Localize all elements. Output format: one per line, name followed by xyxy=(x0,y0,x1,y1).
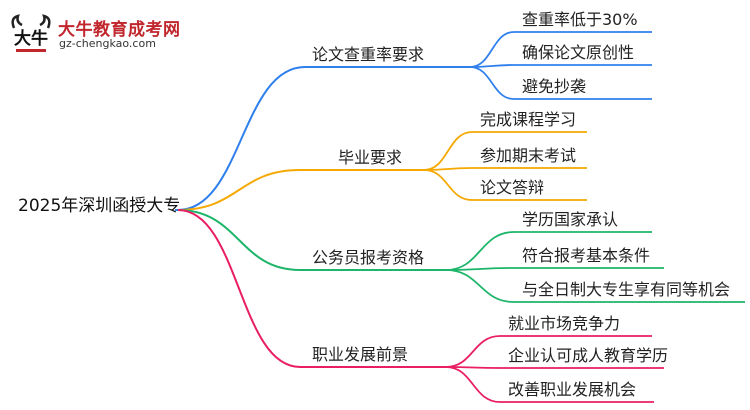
leaf-link-2-3 xyxy=(423,169,473,201)
leaf-link-1-1 xyxy=(469,31,515,68)
leaf-link-3-3 xyxy=(445,269,515,303)
leaf-node-1-1: 查重率低于30% xyxy=(522,10,638,29)
leaf-node-1-3: 避免抄袭 xyxy=(522,77,587,96)
branch-node-3: 公务员报考资格 xyxy=(312,248,425,267)
bull-logo-icon: 大牛 xyxy=(11,14,51,52)
site-logo: 大牛 大牛教育成考网 gz-chengkao.com xyxy=(8,14,218,54)
leaf-node-2-3: 论文答辩 xyxy=(480,178,545,197)
leaf-link-4-3 xyxy=(445,366,501,403)
branch-node-4: 职业发展前景 xyxy=(312,345,409,364)
logo-url: gz-chengkao.com xyxy=(59,37,156,50)
leaf-node-3-2: 符合报考基本条件 xyxy=(522,246,651,265)
branch-link-4 xyxy=(177,209,301,368)
leaf-link-4-1 xyxy=(445,335,501,368)
mindmap-links xyxy=(175,31,745,403)
logo-mark-text: 大牛 xyxy=(14,28,48,49)
root-node: 2025年深圳函授大专 xyxy=(18,196,181,216)
branch-link-2 xyxy=(177,169,301,211)
branch-link-1 xyxy=(177,66,306,211)
leaf-node-3-3: 与全日制大专生享有同等机会 xyxy=(522,280,731,299)
logo-title: 大牛教育成考网 xyxy=(58,20,181,40)
leaf-node-4-2: 企业认可成人教育学历 xyxy=(508,346,669,365)
branch-link-3 xyxy=(177,209,301,271)
leaf-node-2-2: 参加期末考试 xyxy=(480,146,577,165)
leaf-link-2-1 xyxy=(423,131,473,171)
leaf-node-4-1: 就业市场竞争力 xyxy=(508,314,621,333)
leaf-node-4-3: 改善职业发展机会 xyxy=(508,380,637,399)
branch-node-1: 论文查重率要求 xyxy=(312,45,425,64)
leaf-node-3-1: 学历国家承认 xyxy=(522,210,619,229)
leaf-node-1-2: 确保论文原创性 xyxy=(522,43,635,62)
leaf-link-3-1 xyxy=(445,231,515,271)
leaf-node-2-1: 完成课程学习 xyxy=(480,110,577,129)
leaf-link-1-3 xyxy=(469,66,515,100)
branch-node-2: 毕业要求 xyxy=(338,148,403,167)
